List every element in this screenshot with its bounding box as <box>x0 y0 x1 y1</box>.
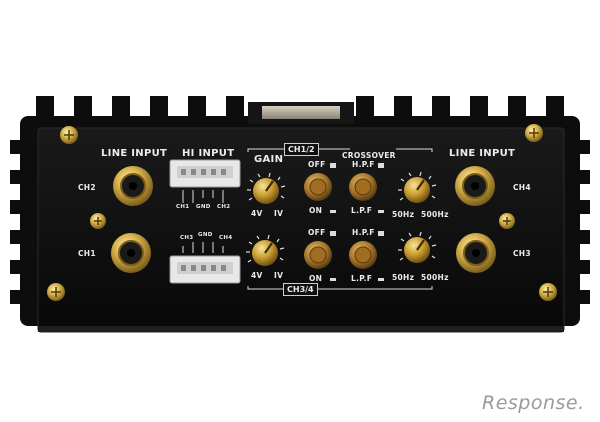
rca-ch3-jack <box>456 233 496 273</box>
pin-ch1-label: CH1 <box>176 204 190 210</box>
line-input-left-label: LINE INPUT <box>101 148 168 159</box>
freq-bottom-low-label: 50Hz <box>392 273 415 282</box>
ch12-section-label: CH1/2 <box>284 143 319 156</box>
hpf-top-label: H.P.F <box>352 160 375 169</box>
gain-bottom-max-label: IV <box>274 271 284 280</box>
freq-bottom-high-label: 500Hz <box>421 273 449 282</box>
gain-knob-top <box>253 178 279 204</box>
hi-input-label: HI INPUT <box>182 148 235 159</box>
frequency-knobs <box>398 171 437 263</box>
response-watermark: Response. <box>482 392 585 414</box>
freq-knob-top <box>404 177 430 203</box>
rca-jacks <box>111 166 496 273</box>
rca-ch2-jack <box>113 166 153 206</box>
rca-ch1-jack <box>111 233 151 273</box>
pin-gnd-top-label: GND <box>196 204 211 210</box>
on-top-label: ON <box>309 206 323 215</box>
ch3-label: CH3 <box>513 249 531 258</box>
pin-ch3-label: CH3 <box>180 235 194 241</box>
gain-knob-bottom <box>252 240 278 266</box>
ch4-label: CH4 <box>513 183 531 192</box>
gain-bottom-min-label: 4V <box>251 271 263 280</box>
freq-knob-bottom <box>404 237 430 263</box>
line-input-right-label: LINE INPUT <box>449 148 516 159</box>
pin-ch2-label: CH2 <box>217 204 231 210</box>
crossover-buttons <box>304 163 384 281</box>
ch1-label: CH1 <box>78 249 96 258</box>
gain-top-max-label: IV <box>274 209 284 218</box>
ch2-label: CH2 <box>78 183 96 192</box>
lpf-top-label: L.P.F <box>351 206 373 215</box>
ch34-section-label: CH3/4 <box>283 283 318 296</box>
lpf-bottom-label: L.P.F <box>351 274 373 283</box>
freq-top-low-label: 50Hz <box>392 210 415 219</box>
hpf-bottom-label: H.P.F <box>352 228 375 237</box>
gain-top-min-label: 4V <box>251 209 263 218</box>
off-bottom-label: OFF <box>308 228 326 237</box>
pin-gnd-bottom-label: GND <box>198 232 213 238</box>
freq-top-high-label: 500Hz <box>421 210 449 219</box>
screws <box>47 124 557 301</box>
crossover-label: CROSSOVER <box>342 151 396 160</box>
pin-ch4-label: CH4 <box>219 235 233 241</box>
rca-ch4-jack <box>455 166 495 206</box>
hi-input-connectors <box>169 159 241 284</box>
gain-label: GAIN <box>254 154 284 165</box>
gain-knobs <box>246 172 286 266</box>
on-bottom-label: ON <box>309 274 323 283</box>
off-top-label: OFF <box>308 160 326 169</box>
